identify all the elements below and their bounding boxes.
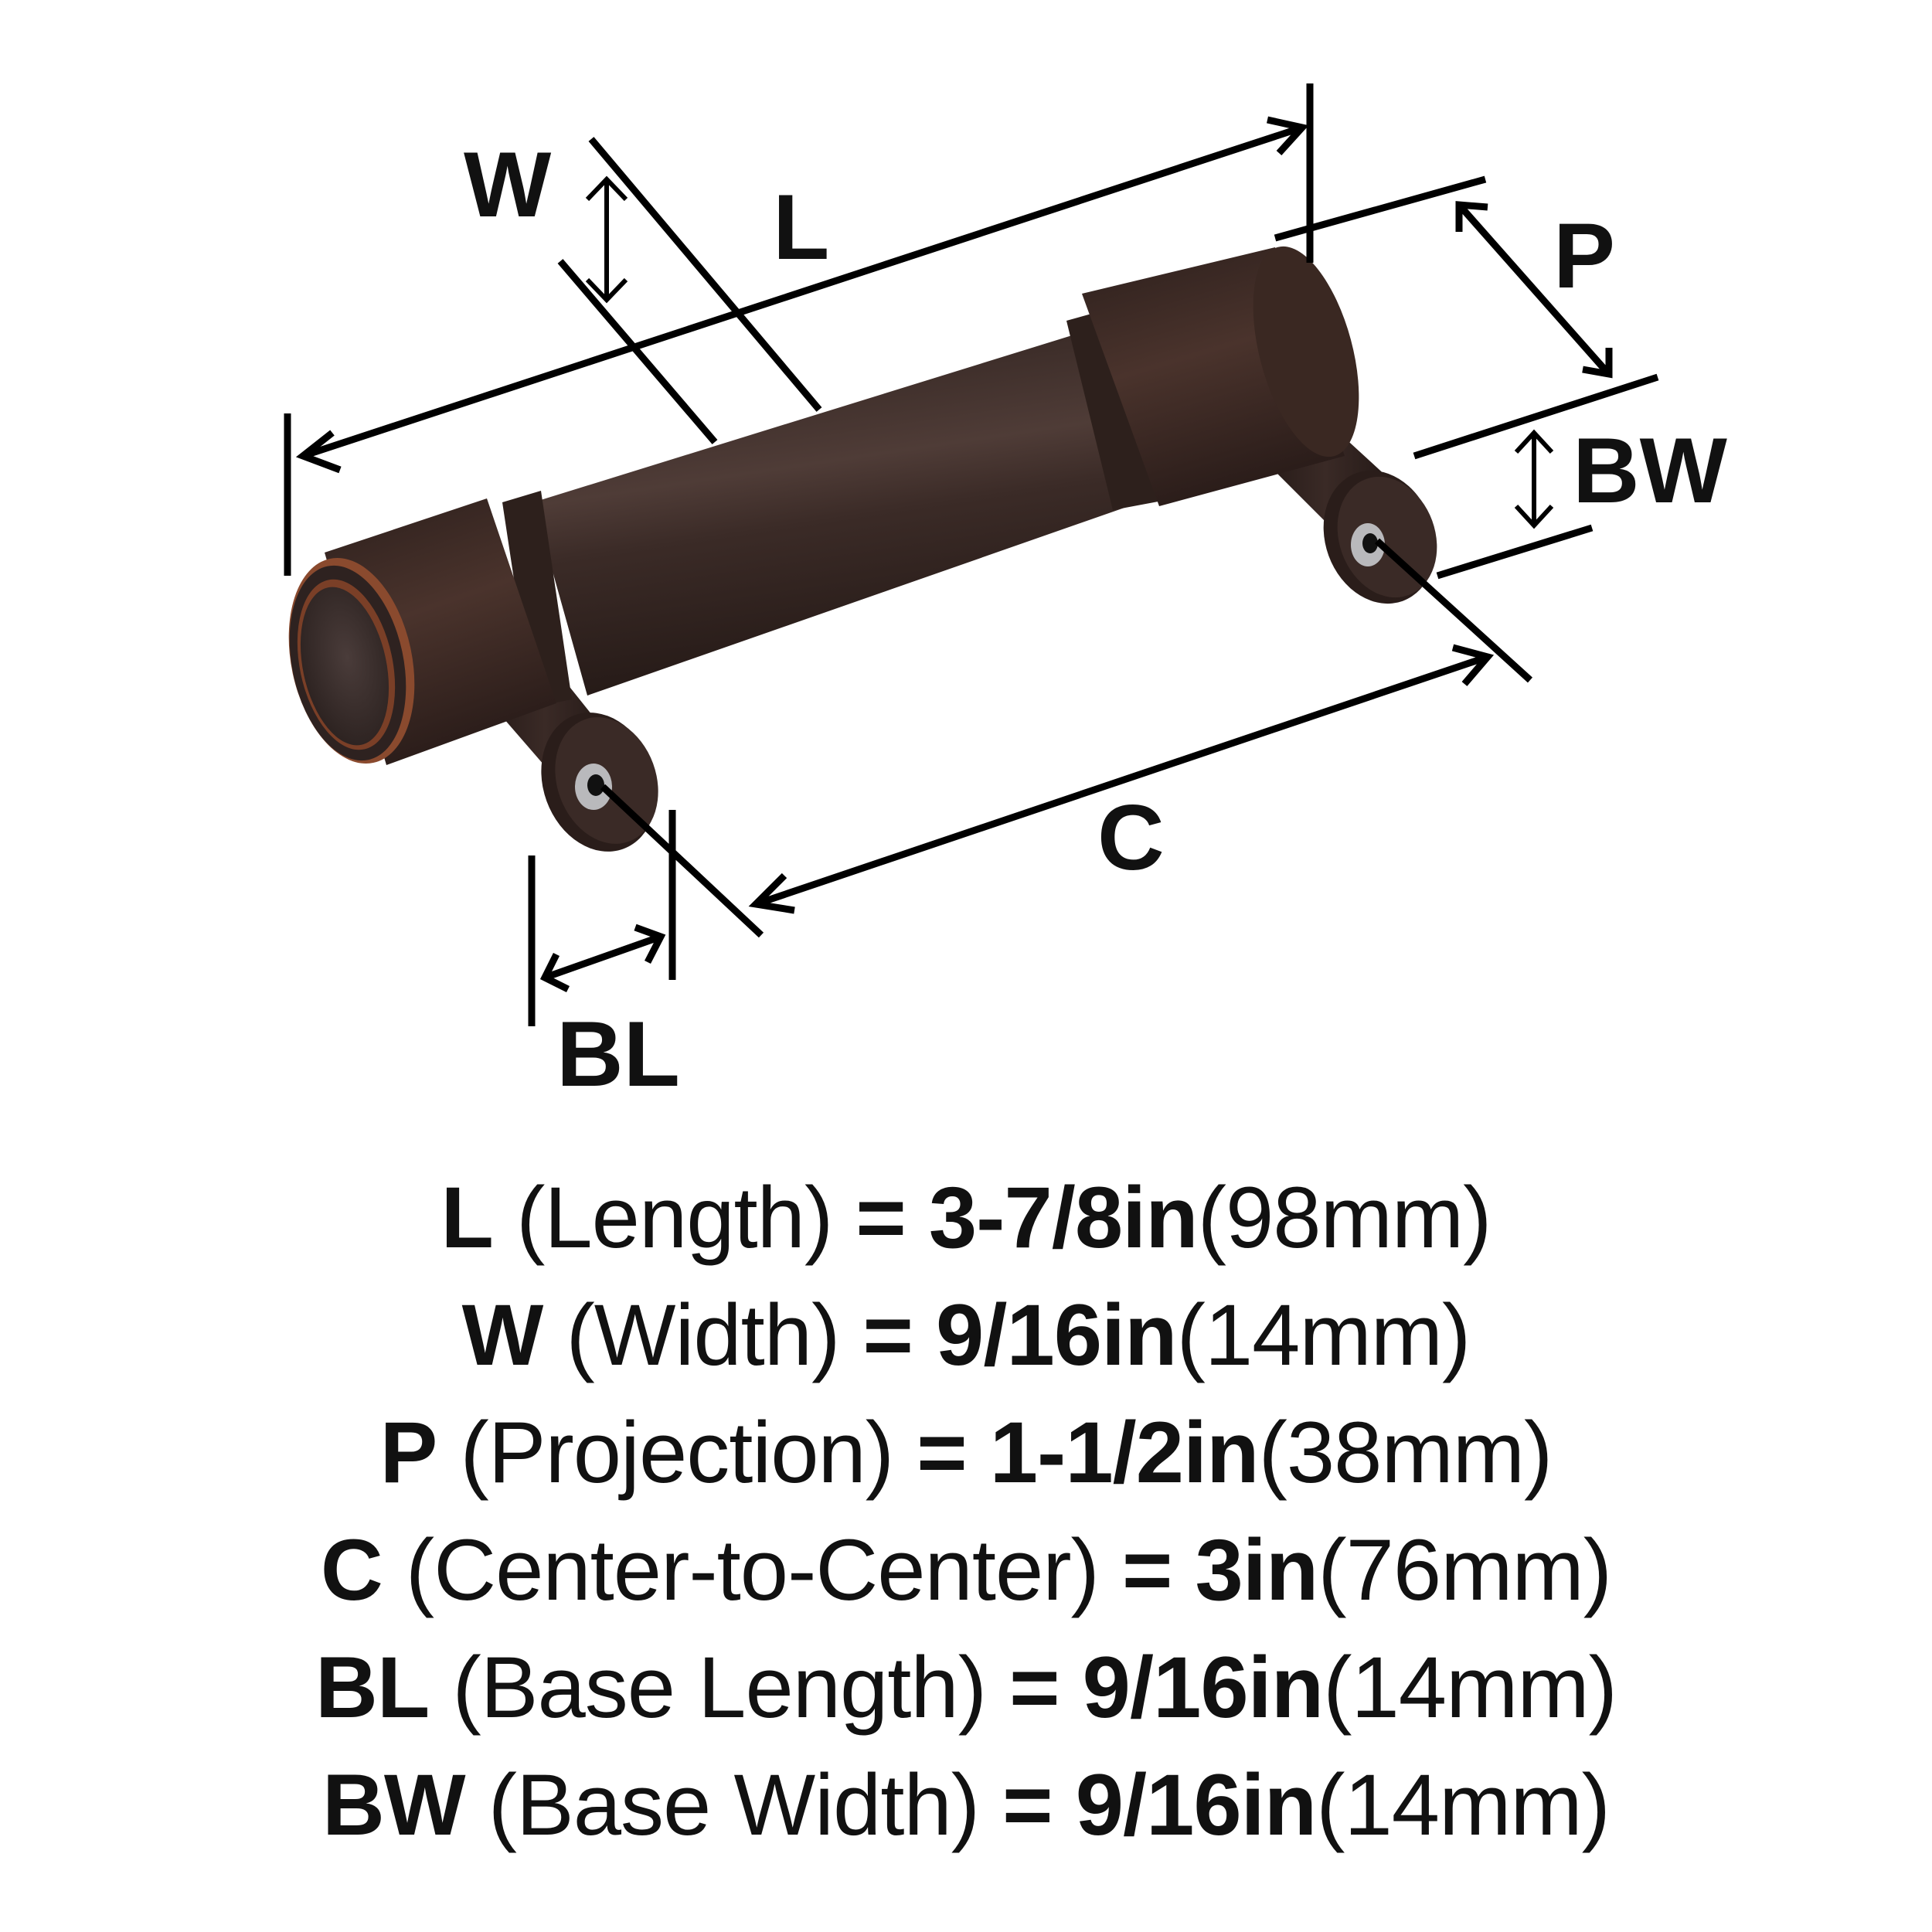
cabinet-pull-illustration bbox=[288, 246, 1437, 852]
spec-abbr: C bbox=[320, 1522, 383, 1618]
label-C: C bbox=[1097, 786, 1165, 889]
right-end-cap bbox=[1066, 246, 1359, 510]
spec-abbr: BL bbox=[315, 1639, 430, 1736]
spec-metric: (14mm) bbox=[1316, 1757, 1611, 1853]
spec-desc: (Projection) bbox=[460, 1404, 894, 1501]
spec-imperial: 1-1/2in bbox=[989, 1404, 1260, 1501]
spec-desc: (Center-to-Center) bbox=[405, 1522, 1100, 1618]
spec-length: L (Length) = 3-7/8in(98mm) bbox=[0, 1159, 1932, 1277]
label-P: P bbox=[1553, 204, 1615, 308]
spec-width: W (Width) = 9/16in(14mm) bbox=[0, 1277, 1932, 1394]
spec-equals: = bbox=[1002, 1757, 1053, 1853]
label-BW: BW bbox=[1573, 419, 1728, 522]
label-BL: BL bbox=[556, 1002, 680, 1106]
spec-base-length: BL (Base Length) = 9/16in(14mm) bbox=[0, 1629, 1932, 1747]
left-end-cap bbox=[288, 491, 572, 765]
spec-base-width: BW (Base Width) = 9/16in(14mm) bbox=[0, 1747, 1932, 1864]
spec-abbr: P bbox=[379, 1404, 438, 1501]
spec-equals: = bbox=[917, 1404, 967, 1501]
spec-metric: (14mm) bbox=[1176, 1287, 1471, 1383]
spec-imperial: 9/16in bbox=[936, 1287, 1178, 1383]
spec-equals: = bbox=[862, 1287, 913, 1383]
spec-center-to-center: C (Center-to-Center) = 3in(76mm) bbox=[0, 1512, 1932, 1629]
dimension-spec-list: L (Length) = 3-7/8in(98mm) W (Width) = 9… bbox=[0, 1159, 1932, 1864]
spec-metric: (98mm) bbox=[1197, 1169, 1492, 1266]
spec-equals: = bbox=[855, 1169, 906, 1266]
spec-projection: P (Projection) = 1-1/2in(38mm) bbox=[0, 1394, 1932, 1512]
spec-equals: = bbox=[1009, 1639, 1060, 1736]
spec-desc: (Base Width) bbox=[488, 1757, 980, 1853]
spec-desc: (Width) bbox=[566, 1287, 841, 1383]
spec-imperial: 3-7/8in bbox=[928, 1169, 1199, 1266]
spec-abbr: BW bbox=[322, 1757, 466, 1853]
dimension-lines bbox=[284, 83, 1659, 1026]
spec-abbr: L bbox=[440, 1169, 494, 1266]
spec-imperial: 9/16in bbox=[1082, 1639, 1325, 1736]
spec-metric: (14mm) bbox=[1323, 1639, 1617, 1736]
spec-desc: (Length) bbox=[516, 1169, 833, 1266]
pull-dimension-diagram: W L P BW C BL bbox=[284, 83, 1728, 1106]
spec-equals: = bbox=[1121, 1522, 1172, 1618]
label-L: L bbox=[773, 175, 829, 279]
spec-abbr: W bbox=[461, 1287, 544, 1383]
label-W: W bbox=[464, 133, 552, 236]
spec-imperial: 3in bbox=[1195, 1522, 1319, 1618]
bar bbox=[533, 332, 1140, 696]
spec-imperial: 9/16in bbox=[1075, 1757, 1318, 1853]
spec-metric: (38mm) bbox=[1258, 1404, 1553, 1501]
spec-desc: (Base Length) bbox=[452, 1639, 987, 1736]
spec-metric: (76mm) bbox=[1318, 1522, 1612, 1618]
